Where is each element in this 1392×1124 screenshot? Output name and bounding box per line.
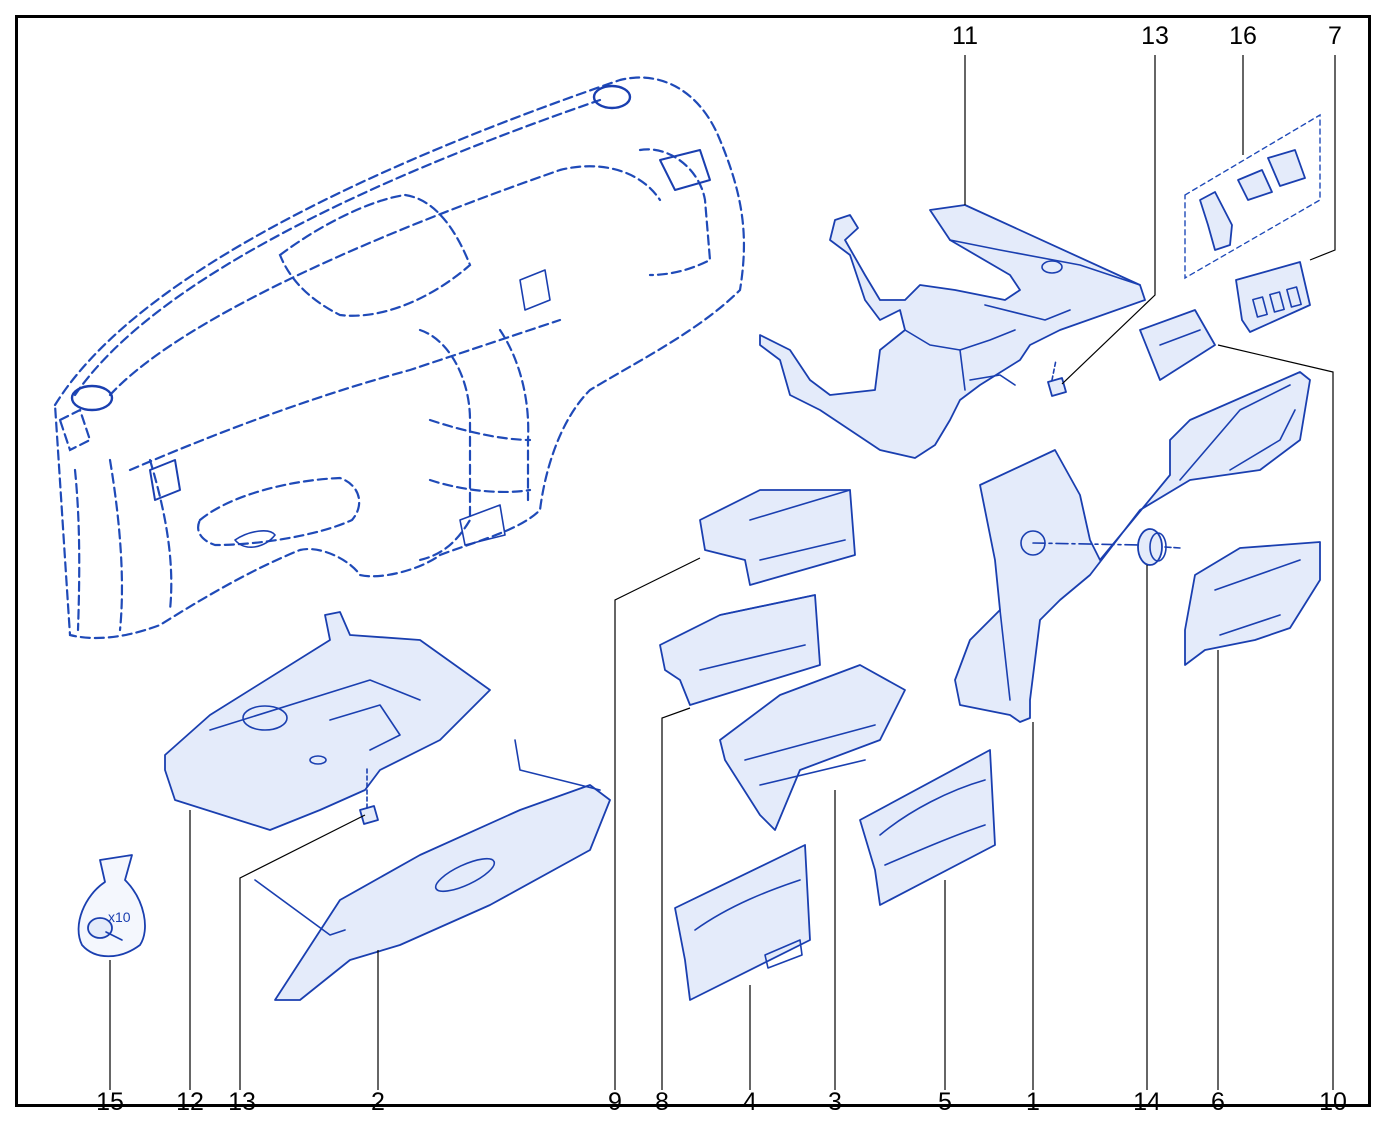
part-9-housing	[699, 489, 856, 586]
part-11-console-duct	[759, 204, 1146, 459]
part-5-trim-plate	[859, 749, 996, 906]
part-15-fastener-bag	[77, 854, 146, 958]
part-14-ring	[1137, 528, 1181, 566]
callout-10-bottom: 10	[1319, 1088, 1347, 1116]
callout-13-top: 13	[1141, 22, 1169, 50]
callout-12-bottom: 12	[176, 1088, 204, 1116]
callout-8-bottom: 8	[655, 1088, 669, 1116]
callout-6-bottom: 6	[1211, 1088, 1225, 1116]
part-6-latch-housing	[1184, 541, 1321, 666]
part-10-storage-pocket	[1139, 309, 1216, 381]
part-16-switch-set	[1184, 113, 1321, 280]
screw-icon	[87, 917, 113, 939]
part-13-clip-bottom	[359, 767, 379, 825]
callout-5-bottom: 5	[938, 1088, 952, 1116]
callout-16-top: 16	[1229, 22, 1257, 50]
callout-1-bottom: 1	[1026, 1088, 1040, 1116]
part-8-housing	[659, 594, 821, 706]
part-13-clip-top	[1047, 359, 1067, 397]
callout-15-bottom: 15	[96, 1088, 124, 1116]
fastener-quantity: x10	[108, 909, 131, 925]
callout-14-bottom: 14	[1133, 1088, 1161, 1116]
dashboard-outline-phantom	[53, 76, 746, 640]
callout-11-top: 11	[952, 22, 978, 50]
callout-9-bottom: 9	[608, 1088, 622, 1116]
part-2-glovebox-lid	[254, 739, 611, 1001]
callout-13-bottom: 13	[228, 1088, 256, 1116]
part-1-center-trim	[954, 371, 1311, 723]
callout-4-bottom: 4	[743, 1088, 757, 1116]
callout-7-top: 7	[1328, 22, 1342, 50]
callout-2-bottom: 2	[371, 1088, 385, 1116]
part-7-switch-panel	[1235, 261, 1311, 333]
part-4-trim-plate	[674, 844, 811, 1001]
callout-3-bottom: 3	[828, 1088, 842, 1116]
part-3-bracket	[719, 664, 906, 831]
part-12-glovebox-upper	[164, 611, 491, 831]
leader-lines	[109, 55, 1336, 1090]
